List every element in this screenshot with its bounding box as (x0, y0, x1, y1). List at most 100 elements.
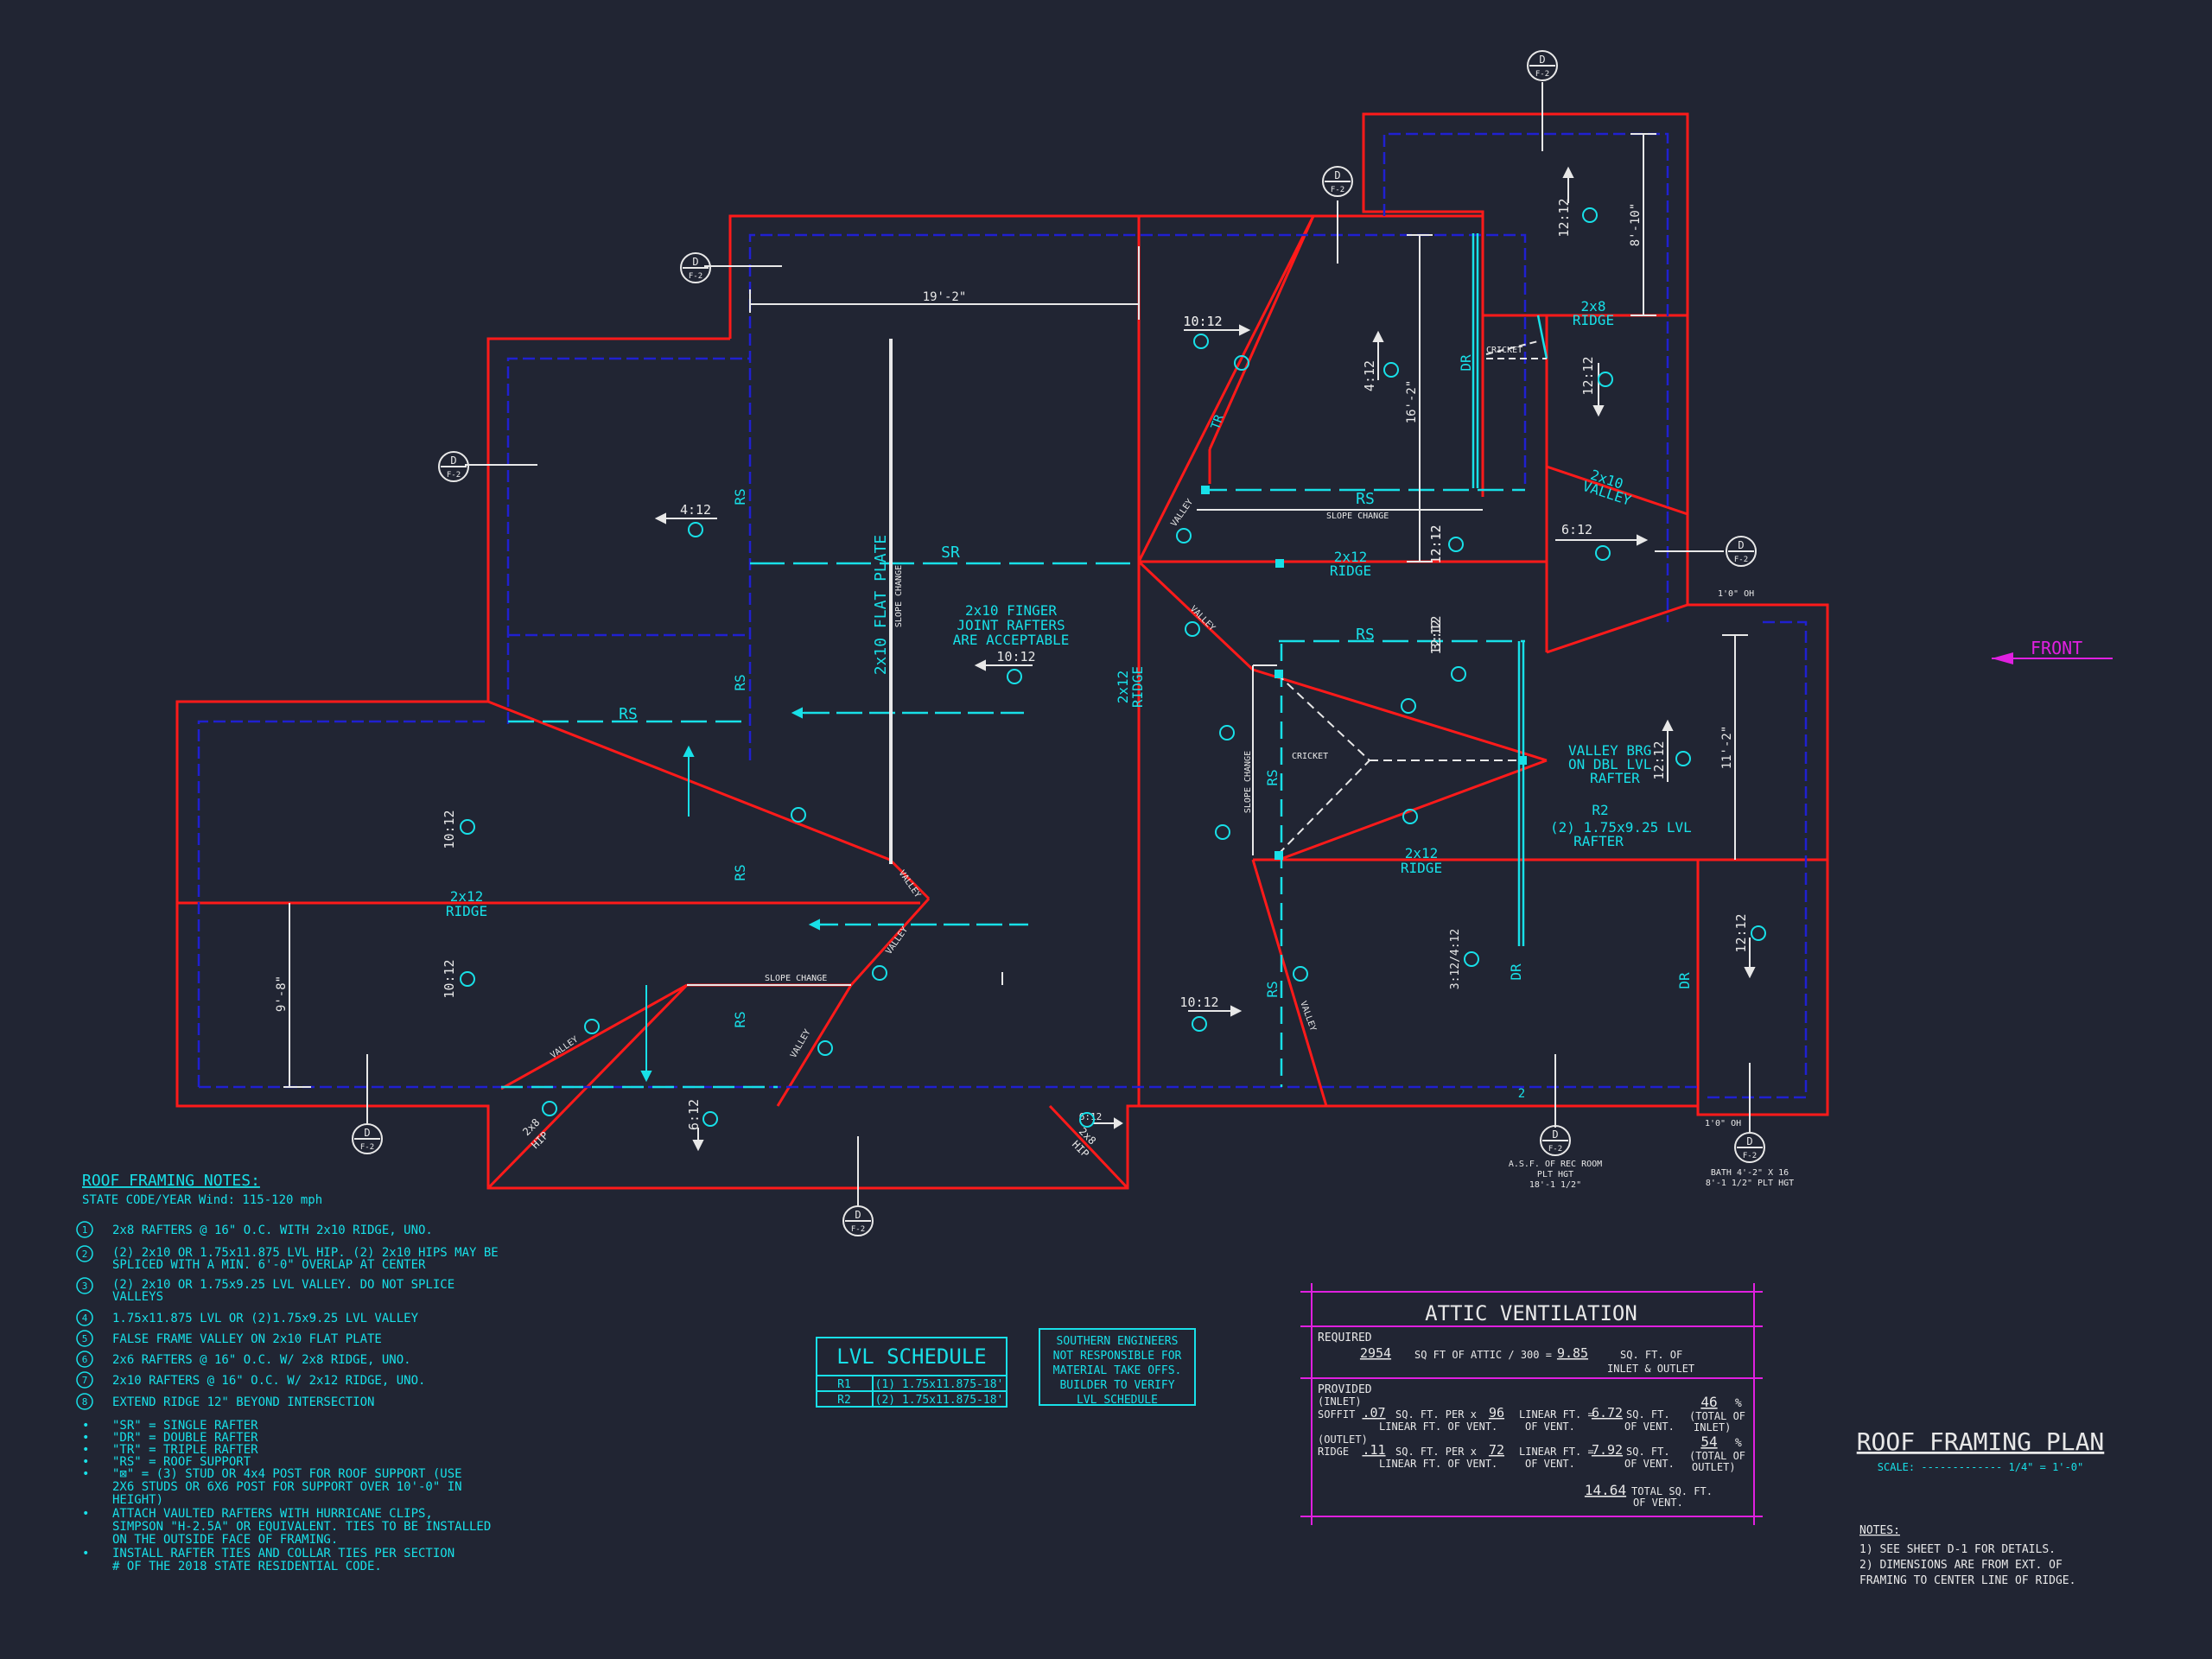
drawing-title: ROOF FRAMING PLAN (1857, 1427, 2105, 1456)
pitch-label: 10:12 (442, 810, 457, 849)
total-of-text: (TOTAL OF (1689, 1410, 1745, 1422)
slope-change-label: SLOPE CHANGE (894, 565, 904, 627)
side-note-line: 1) SEE SHEET D-1 FOR DETAILS. (1859, 1543, 2056, 1556)
pitch-label: 12:12 (1428, 615, 1444, 654)
dimension-label: 9'-8" (275, 976, 289, 1012)
bullet-text: "⊠" = (3) STUD OR 4x4 POST FOR ROOF SUPP… (112, 1467, 462, 1481)
soffit-percent-value: 46 (1700, 1394, 1717, 1410)
pitch-label: 10:12 (996, 649, 1035, 664)
linear-ft-text: LINEAR FT. = (1519, 1446, 1594, 1458)
front-arrow: FRONT (1992, 638, 2113, 664)
section-mark-top-4: D (1334, 169, 1340, 181)
section-mark-sub-9: F-2 (1743, 1152, 1757, 1160)
pitch-label: 4:12 (1362, 360, 1377, 391)
ridge-percent-value: 54 (1700, 1433, 1717, 1450)
slope-change-label: SLOPE CHANGE (1326, 512, 1389, 521)
bullet-text: "SR" = SINGLE RAFTER (112, 1419, 258, 1433)
inlet-label: (INLET) (1318, 1395, 1362, 1408)
pitch-label: 4:12 (680, 502, 711, 518)
section-mark-9 (1734, 1132, 1765, 1163)
total-vent-value: 14.64 (1585, 1482, 1626, 1498)
dimension-label: 11'-2" (1720, 726, 1734, 770)
section-mark-top-3: D (1539, 54, 1545, 66)
note-number: 7 (82, 1375, 88, 1386)
section-mark-7 (842, 1205, 874, 1236)
of-vent-text: OF VENT. (1624, 1458, 1675, 1470)
ridge-total-value: 7.92 (1592, 1442, 1623, 1458)
section-mark-sub-5: F-2 (1734, 556, 1748, 564)
engineer-note-line: LVL SCHEDULE (1077, 1394, 1158, 1407)
soffit-lf-value: 96 (1489, 1405, 1504, 1421)
required-unit: SQ. FT. OF (1620, 1349, 1682, 1361)
bath-note: BATH 4'-2" X 16 (1711, 1168, 1789, 1178)
finger-joint-note: 2x10 FINGER (965, 602, 1057, 619)
engineer-note-line: NOT RESPONSIBLE FOR (1053, 1350, 1182, 1363)
note-text: (2) 2x10 OR 1.75x11.875 LVL HIP. (2) 2x1… (112, 1246, 499, 1260)
engineer-note-box: SOUTHERN ENGINEERS NOT RESPONSIBLE FOR M… (1039, 1328, 1196, 1407)
section-mark-top-5: D (1738, 539, 1744, 551)
svg-text:•: • (82, 1547, 89, 1560)
cricket-lines (687, 339, 1547, 986)
ridge-vent-label: RIDGE (1318, 1446, 1349, 1458)
soffit-total-value: 6.72 (1592, 1405, 1623, 1421)
section-mark-2 (438, 451, 469, 482)
roof-support-label: RS (619, 705, 638, 723)
ridge-size-label: 2x12 (1334, 549, 1368, 565)
note-number: 5 (82, 1333, 88, 1344)
pitch-label: 10:12 (1179, 995, 1218, 1010)
inlet-close-text: INLET) (1694, 1421, 1731, 1433)
pitch-label: 10:12 (1183, 314, 1222, 329)
section-mark-1 (680, 252, 711, 283)
required-label: REQUIRED (1318, 1332, 1372, 1344)
bullet-text: HEIGHT) (112, 1493, 163, 1507)
post-marker (1201, 486, 1210, 494)
valley-bearing-note: RAFTER (1590, 770, 1640, 786)
linear-ft-text: LINEAR FT. = (1519, 1408, 1594, 1421)
numbered-note-markers (76, 1221, 93, 1410)
lvl-tag-cell: R2 (837, 1394, 851, 1407)
section-mark-sub-7: F-2 (851, 1225, 865, 1234)
overhang-label: 1'0" OH (1718, 589, 1754, 599)
rec-room-note: 18'-1 1/2" (1529, 1180, 1581, 1190)
total-vent-label: TOTAL SQ. FT. (1631, 1485, 1713, 1497)
lvl-spec-cell: (1) 1.75x11.875-18' (875, 1378, 1004, 1391)
of-vent-text: OF VENT. (1624, 1421, 1675, 1433)
section-mark-top-9: D (1746, 1135, 1752, 1147)
total-of-text: (TOTAL OF (1689, 1450, 1745, 1462)
title-block: ROOF FRAMING PLAN SCALE: ------------- 1… (1857, 1427, 2105, 1473)
lvl-schedule-table: LVL SCHEDULE R1 (1) 1.75x11.875-18' R2 (… (816, 1337, 1007, 1408)
note-text: VALLEYS (112, 1290, 163, 1304)
note-number: 3 (82, 1281, 88, 1292)
of-vent-text: OF VENT. (1525, 1421, 1575, 1433)
note-number: 6 (82, 1354, 88, 1365)
bullet-text: # OF THE 2018 STATE RESIDENTIAL CODE. (112, 1560, 382, 1573)
note-text: 2x6 RAFTERS @ 16" O.C. W/ 2x8 RIDGE, UNO… (112, 1353, 411, 1367)
section-mark-top-6: D (364, 1127, 370, 1139)
ridge-label: RIDGE (1573, 312, 1614, 328)
ridge-lf-value: 72 (1489, 1442, 1504, 1458)
dimension-label: 19'-2" (923, 290, 967, 304)
slope-change-label: SLOPE CHANGE (765, 974, 827, 983)
percent-sign: % (1735, 1397, 1742, 1410)
lvl-tag-cell: R1 (837, 1378, 851, 1391)
engineer-note-line: SOUTHERN ENGINEERS (1057, 1335, 1179, 1348)
plan-text: 2x12 RIDGE 2x12 RIDGE 2x12 RIDGE 2x8 RID… (446, 298, 1794, 1190)
roof-support-label: RS (732, 488, 748, 505)
ridge-size-label: 2x12 (1115, 671, 1131, 704)
lvl-rafter-note: (2) 1.75x9.25 LVL (1550, 819, 1692, 836)
linear-ft-vent-text: LINEAR FT. OF VENT. (1379, 1421, 1497, 1433)
flat-plate-label: 2x10 FLAT PLATE (872, 535, 890, 676)
side-notes: NOTES: 1) SEE SHEET D-1 FOR DETAILS. 2) … (1859, 1524, 2075, 1587)
roof-support-label: RS (1264, 981, 1281, 997)
section-mark-8 (1540, 1125, 1571, 1156)
pitch-label: 12:12 (1428, 524, 1444, 563)
bullet-text: "TR" = TRIPLE RAFTER (112, 1443, 258, 1457)
ridge-label: RIDGE (1129, 666, 1146, 708)
dimension-label: 8'-10" (1629, 203, 1643, 247)
section-mark-sub-6: F-2 (360, 1143, 374, 1152)
of-vent-text: OF VENT. (1525, 1458, 1575, 1470)
note-text: FALSE FRAME VALLEY ON 2x10 FLAT PLATE (112, 1332, 382, 1346)
roof-support-label: RS (732, 1011, 748, 1027)
section-mark-sub-3: F-2 (1535, 70, 1549, 79)
notes-code-line: STATE CODE/YEAR Wind: 115-120 mph (82, 1193, 322, 1207)
